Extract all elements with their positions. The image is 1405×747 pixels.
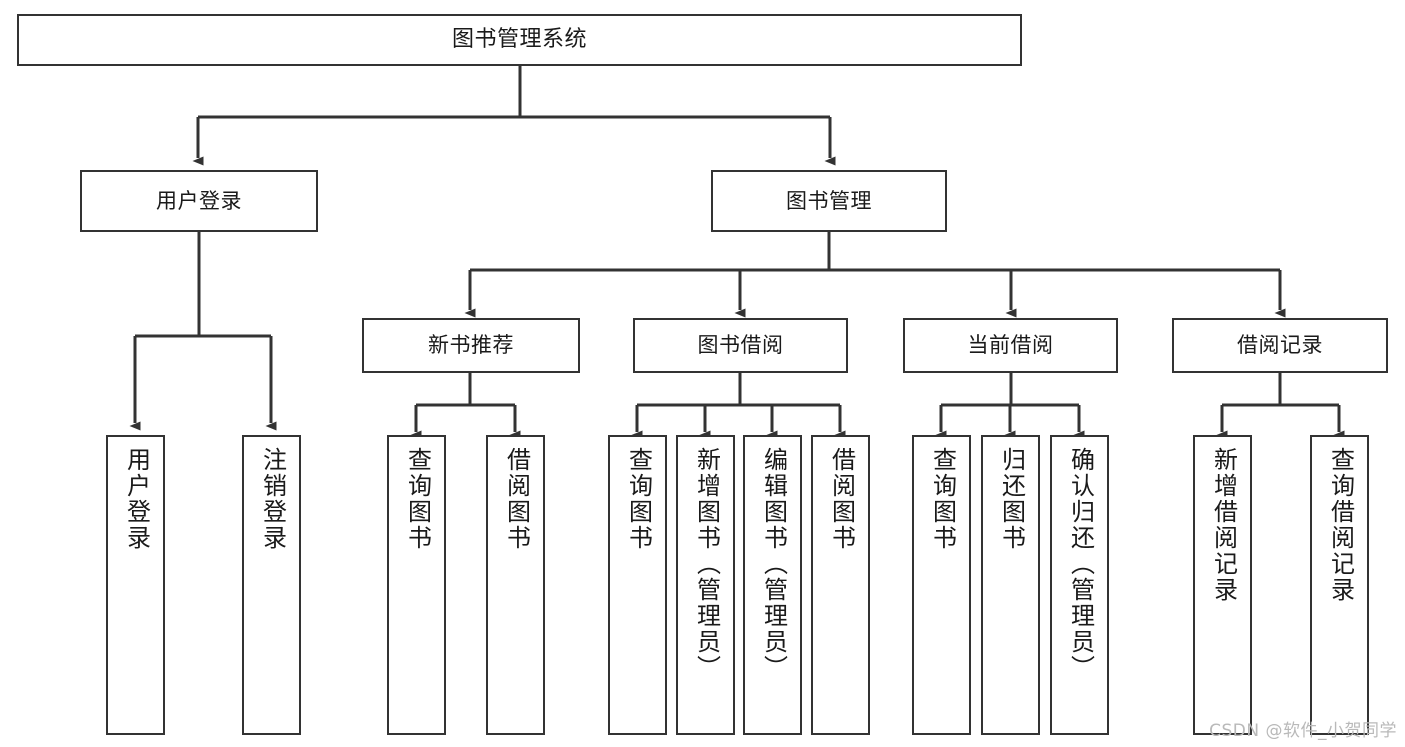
watermark: CSDN @软件_小贺同学 bbox=[1209, 721, 1397, 741]
node-current-borrow-label: 当前借阅 bbox=[967, 333, 1054, 358]
leaf-new-book-query-label: 查询图书 bbox=[403, 447, 432, 551]
leaf-current-query-book-label: 查询图书 bbox=[928, 447, 957, 551]
node-root-label: 图书管理系统 bbox=[451, 27, 587, 53]
leaf-user-login-signin-label: 用户登录 bbox=[122, 447, 151, 551]
node-user-login-label: 用户登录 bbox=[156, 188, 242, 213]
leaf-current-return-book-label: 归还图书 bbox=[997, 447, 1026, 551]
node-root[interactable]: 图书管理系统 bbox=[17, 14, 1022, 66]
leaf-new-book-query[interactable]: 查询图书 bbox=[387, 435, 446, 735]
leaf-records-add-record[interactable]: 新增借阅记录 bbox=[1193, 435, 1252, 735]
node-book-borrow-label: 图书借阅 bbox=[697, 333, 784, 358]
node-current-borrow[interactable]: 当前借阅 bbox=[903, 318, 1118, 373]
leaf-borrow-edit-book[interactable]: 编辑图书（管理员） bbox=[743, 435, 802, 735]
leaf-current-return-book[interactable]: 归还图书 bbox=[981, 435, 1040, 735]
node-user-login[interactable]: 用户登录 bbox=[80, 170, 318, 232]
leaf-borrow-borrow-book-label: 借阅图书 bbox=[827, 447, 856, 551]
leaf-current-query-book[interactable]: 查询图书 bbox=[912, 435, 971, 735]
leaf-borrow-query-book[interactable]: 查询图书 bbox=[608, 435, 667, 735]
leaf-new-book-borrow-label: 借阅图书 bbox=[502, 447, 531, 551]
leaf-records-query-record[interactable]: 查询借阅记录 bbox=[1310, 435, 1369, 735]
leaf-borrow-add-book[interactable]: 新增图书（管理员） bbox=[676, 435, 735, 735]
leaf-current-confirm-return-label: 确认归还（管理员） bbox=[1066, 447, 1095, 681]
leaf-user-login-signin[interactable]: 用户登录 bbox=[106, 435, 165, 735]
leaf-records-query-record-label: 查询借阅记录 bbox=[1326, 447, 1355, 603]
node-new-book-recommend[interactable]: 新书推荐 bbox=[362, 318, 580, 373]
node-book-management-label: 图书管理 bbox=[786, 188, 872, 213]
leaf-records-add-record-label: 新增借阅记录 bbox=[1209, 447, 1238, 603]
leaf-borrow-edit-book-label: 编辑图书（管理员） bbox=[759, 447, 788, 681]
node-borrow-records[interactable]: 借阅记录 bbox=[1172, 318, 1388, 373]
leaf-borrow-borrow-book[interactable]: 借阅图书 bbox=[811, 435, 870, 735]
node-book-borrow[interactable]: 图书借阅 bbox=[633, 318, 848, 373]
node-new-book-recommend-label: 新书推荐 bbox=[428, 333, 514, 358]
leaf-user-login-signout[interactable]: 注销登录 bbox=[242, 435, 301, 735]
leaf-user-login-signout-label: 注销登录 bbox=[258, 447, 287, 551]
node-book-management[interactable]: 图书管理 bbox=[711, 170, 947, 232]
node-borrow-records-label: 借阅记录 bbox=[1237, 333, 1323, 358]
leaf-borrow-query-book-label: 查询图书 bbox=[624, 447, 653, 551]
leaf-borrow-add-book-label: 新增图书（管理员） bbox=[692, 447, 721, 681]
leaf-current-confirm-return[interactable]: 确认归还（管理员） bbox=[1050, 435, 1109, 735]
leaf-new-book-borrow[interactable]: 借阅图书 bbox=[486, 435, 545, 735]
